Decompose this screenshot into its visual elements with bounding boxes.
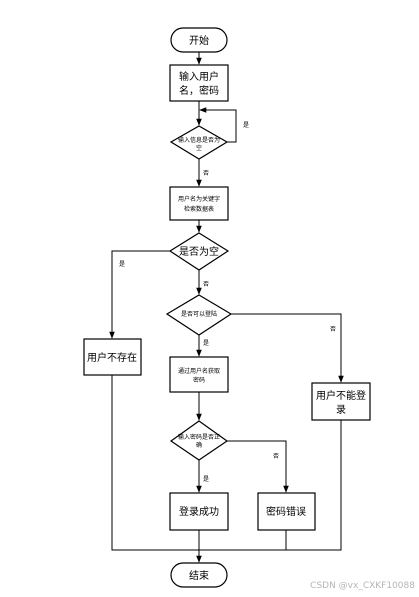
label-pwdcheck-yes: 是	[203, 476, 209, 483]
node-login-success: 登录成功	[169, 492, 229, 531]
node-get-password-label-line2: 密码	[193, 376, 205, 384]
node-is-empty: 是否为空	[168, 232, 230, 271]
node-get-password-label-line1: 通过用户名获取	[178, 367, 220, 375]
edge-notexist-merge	[111, 375, 199, 551]
node-check-empty: 输入信息是否为 空	[169, 125, 229, 160]
node-cannot-login-label-line1: 用户不能登	[316, 389, 366, 402]
edge-labels: 是 否 是 否 否 是 否 是	[119, 122, 336, 483]
edge-cannot-merge	[286, 420, 342, 551]
label-canlogin-yes: 是	[203, 340, 209, 347]
node-search-label-line2: 检索数据表	[184, 205, 214, 213]
node-check-empty-label-line1: 输入信息是否为	[178, 136, 220, 144]
node-password-correct-label-line2: 确	[196, 441, 202, 449]
node-start-label: 开始	[189, 34, 209, 47]
node-password-error: 密码错误	[257, 492, 316, 531]
edge-isempty-notexist	[109, 250, 171, 339]
node-password-error-label: 密码错误	[266, 505, 306, 518]
edge-error-merge	[199, 530, 287, 551]
node-search-label-line1: 用户名为关键字	[178, 195, 220, 203]
node-search: 用户名为关键字 检索数据表	[169, 186, 229, 221]
node-input-label-line2: 名，密码	[179, 84, 219, 97]
node-login-success-label: 登录成功	[179, 505, 219, 518]
node-user-not-exist: 用户不存在	[83, 338, 142, 376]
node-password-correct: 输入密码是否正 确	[169, 420, 229, 461]
label-canlogin-no: 否	[330, 326, 336, 333]
node-cannot-login: 用户不能登 录	[311, 382, 371, 421]
node-can-login-label: 是否可以登陆	[181, 310, 217, 318]
node-check-empty-label-line2: 空	[196, 144, 202, 152]
edge-check-loop-yes	[199, 107, 237, 143]
node-input: 输入用户 名，密码	[169, 64, 229, 102]
label-pwdcheck-no: 否	[273, 453, 279, 460]
csdn-watermark: CSDN @vx_CXKF10088	[310, 581, 415, 591]
label-check-yes: 是	[243, 122, 249, 129]
node-cannot-login-label-line2: 录	[336, 404, 346, 416]
node-is-empty-label: 是否为空	[179, 245, 219, 258]
edges	[109, 52, 344, 563]
node-user-not-exist-label: 用户不存在	[87, 351, 137, 364]
label-isempty-yes: 是	[119, 261, 125, 268]
edge-canlogin-cannot	[231, 313, 344, 383]
label-check-no: 否	[203, 170, 209, 177]
node-end: 结束	[170, 562, 228, 588]
label-isempty-no: 否	[203, 281, 209, 288]
edge-pwdcheck-error	[227, 440, 289, 493]
node-password-correct-label-line1: 输入密码是否正	[178, 433, 220, 441]
node-input-label-line1: 输入用户	[179, 70, 219, 83]
node-can-login: 是否可以登陆	[165, 294, 233, 336]
node-get-password: 通过用户名获取 密码	[169, 356, 229, 393]
node-end-label: 结束	[189, 569, 209, 582]
node-start: 开始	[170, 27, 228, 53]
